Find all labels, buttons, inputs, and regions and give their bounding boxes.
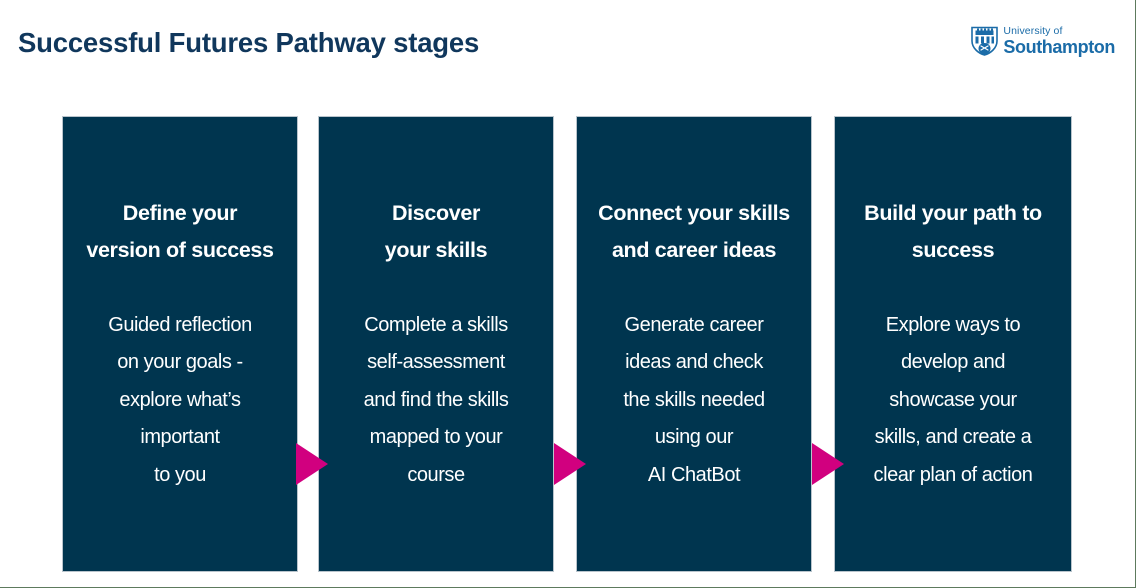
logo-line-university-of: University of bbox=[1003, 25, 1063, 38]
arrow-right-icon bbox=[296, 442, 328, 486]
logo-line-southampton: Southampton bbox=[1003, 36, 1115, 57]
university-crest-icon bbox=[971, 26, 999, 56]
logo-wordmark: University of Southampton bbox=[1003, 26, 1115, 56]
slide-header: Successful Futures Pathway stages Univer… bbox=[0, 0, 1135, 92]
arrow-right-icon bbox=[554, 442, 586, 486]
university-logo: University of Southampton bbox=[971, 26, 1115, 56]
arrow-right-icon bbox=[812, 442, 844, 486]
page-title: Successful Futures Pathway stages bbox=[18, 27, 480, 58]
